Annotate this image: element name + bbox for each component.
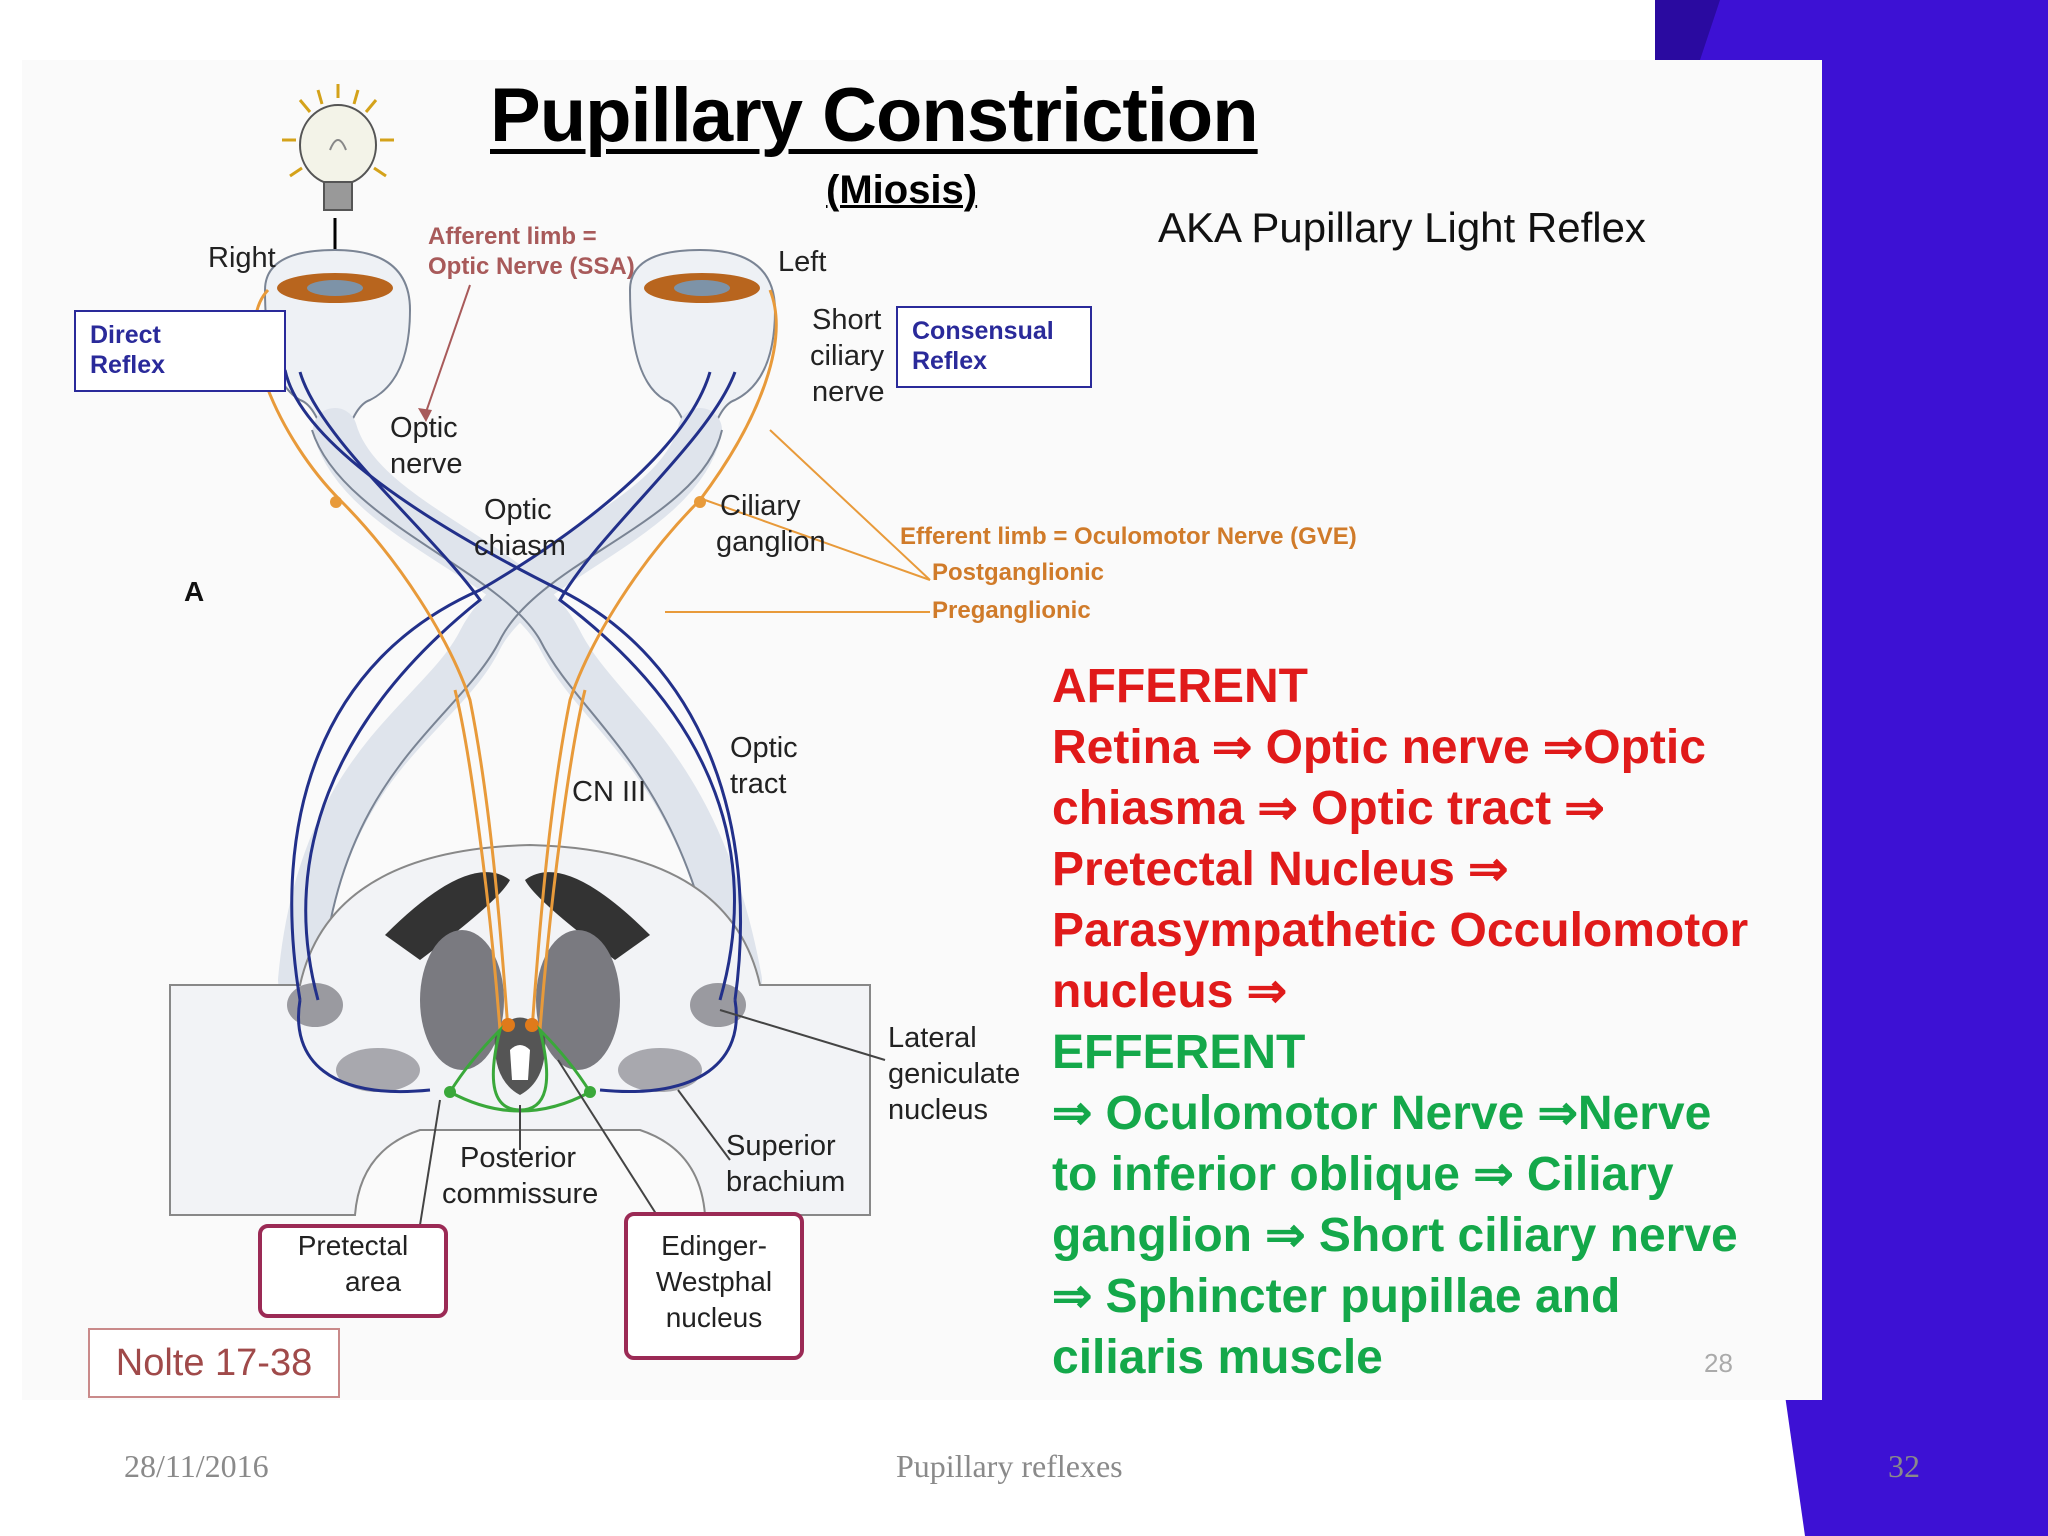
afferent-limb-line2: Optic Nerve (SSA): [428, 253, 635, 280]
afferent-heading: AFFERENT: [1052, 660, 1308, 713]
afferent-fibers: [283, 369, 742, 1093]
efferent-limb-label: Efferent limb = Oculomotor Nerve (GVE): [900, 523, 1357, 550]
optic-tract-line1: Optic: [730, 732, 798, 764]
superior-brachium-line1: Superior: [726, 1130, 836, 1162]
left-eye: [628, 248, 777, 441]
pretectal-area-box: Pretectal area: [258, 1224, 448, 1318]
afferent-line-2: chiasma ⇒ Optic tract ⇒: [1052, 782, 1605, 835]
direct-reflex-box: Direct Reflex: [74, 310, 286, 392]
optic-chiasm-line1: Optic: [484, 494, 552, 526]
footer-date: 28/11/2016: [124, 1448, 269, 1484]
efferent-line-1: ⇒ Oculomotor Nerve ⇒Nerve: [1052, 1087, 1712, 1140]
edinger-line1: Edinger-: [661, 1230, 767, 1261]
afferent-line-4: Parasympathetic Occulomotor: [1052, 904, 1749, 957]
afferent-line-5: nucleus ⇒: [1052, 965, 1287, 1018]
right-eye: [263, 248, 412, 441]
purple-accent-shape: [1655, 0, 1720, 60]
efferent-heading: EFFERENT: [1052, 1026, 1306, 1079]
short-ciliary-line2: ciliary: [810, 340, 885, 372]
footer-page-number: 32: [1888, 1448, 1920, 1484]
efferent-line-4: ⇒ Sphincter pupillae and: [1052, 1270, 1621, 1323]
aka-label: AKA Pupillary Light Reflex: [1158, 204, 1646, 251]
edinger-line2: Westphal: [655, 1266, 773, 1297]
optic-chiasm-line2: chiasm: [474, 530, 566, 562]
efferent-line-3: ganglion ⇒ Short ciliary nerve: [1052, 1209, 1738, 1262]
posterior-commissure-line1: Posterior: [460, 1142, 577, 1174]
edinger-line3: nucleus: [665, 1302, 763, 1333]
figure-credit: Nolte 17-38: [88, 1328, 340, 1398]
lateral-geniculate-line1: Lateral: [888, 1022, 977, 1054]
consensual-reflex-line2: Reflex: [912, 347, 988, 375]
afferent-line-1: Retina ⇒ Optic nerve ⇒Optic: [1052, 721, 1706, 774]
pretectal-area-line1: Pretectal: [297, 1230, 409, 1261]
consensual-reflex-box: Consensual Reflex: [896, 306, 1092, 388]
footer-title: Pupillary reflexes: [896, 1448, 1123, 1484]
slide-subtitle: (Miosis): [826, 168, 978, 212]
efferent-line-2: to inferior oblique ⇒ Ciliary: [1052, 1148, 1674, 1201]
direct-reflex-line2: Reflex: [90, 351, 166, 379]
afferent-line-3: Pretectal Nucleus ⇒: [1052, 843, 1509, 896]
label-left-eye: Left: [778, 246, 827, 278]
efferent-line-5: ciliaris muscle: [1052, 1331, 1383, 1384]
light-bulb-icon: [282, 84, 394, 211]
postganglionic-label: Postganglionic: [932, 559, 1105, 586]
afferent-limb-line1: Afferent limb =: [428, 223, 597, 250]
short-ciliary-line1: Short: [812, 304, 882, 336]
optic-nerve-line2: nerve: [390, 448, 463, 480]
pretectal-area-line2: area: [344, 1266, 402, 1297]
figure-letter: A: [184, 576, 205, 607]
lateral-geniculate-line2: geniculate: [888, 1058, 1021, 1090]
optic-tract-line2: tract: [730, 768, 787, 800]
source-page-number: 28: [1704, 1348, 1733, 1378]
slide-title: Pupillary Constriction: [490, 73, 1259, 158]
direct-reflex-line1: Direct: [90, 321, 161, 349]
consensual-reflex-line1: Consensual: [912, 317, 1054, 345]
short-ciliary-line3: nerve: [812, 376, 885, 408]
superior-brachium-line2: brachium: [726, 1166, 846, 1198]
optic-nerve-line1: Optic: [390, 412, 458, 444]
ciliary-ganglion-line1: Ciliary: [720, 490, 801, 522]
reflex-pathway-text: AFFERENT Retina ⇒ Optic nerve ⇒Optic chi…: [1052, 656, 1812, 1388]
label-right-eye: Right: [208, 242, 276, 274]
lateral-geniculate-line3: nucleus: [888, 1094, 988, 1126]
optic-pathway: [278, 408, 762, 1002]
cn-iii-label: CN III: [572, 776, 647, 808]
preganglionic-label: Preganglionic: [932, 597, 1091, 624]
edinger-westphal-box: Edinger- Westphal nucleus: [624, 1212, 804, 1360]
midbrain-section: [169, 843, 871, 1216]
posterior-commissure-line2: commissure: [442, 1178, 599, 1210]
ciliary-ganglion-line2: ganglion: [716, 526, 826, 558]
